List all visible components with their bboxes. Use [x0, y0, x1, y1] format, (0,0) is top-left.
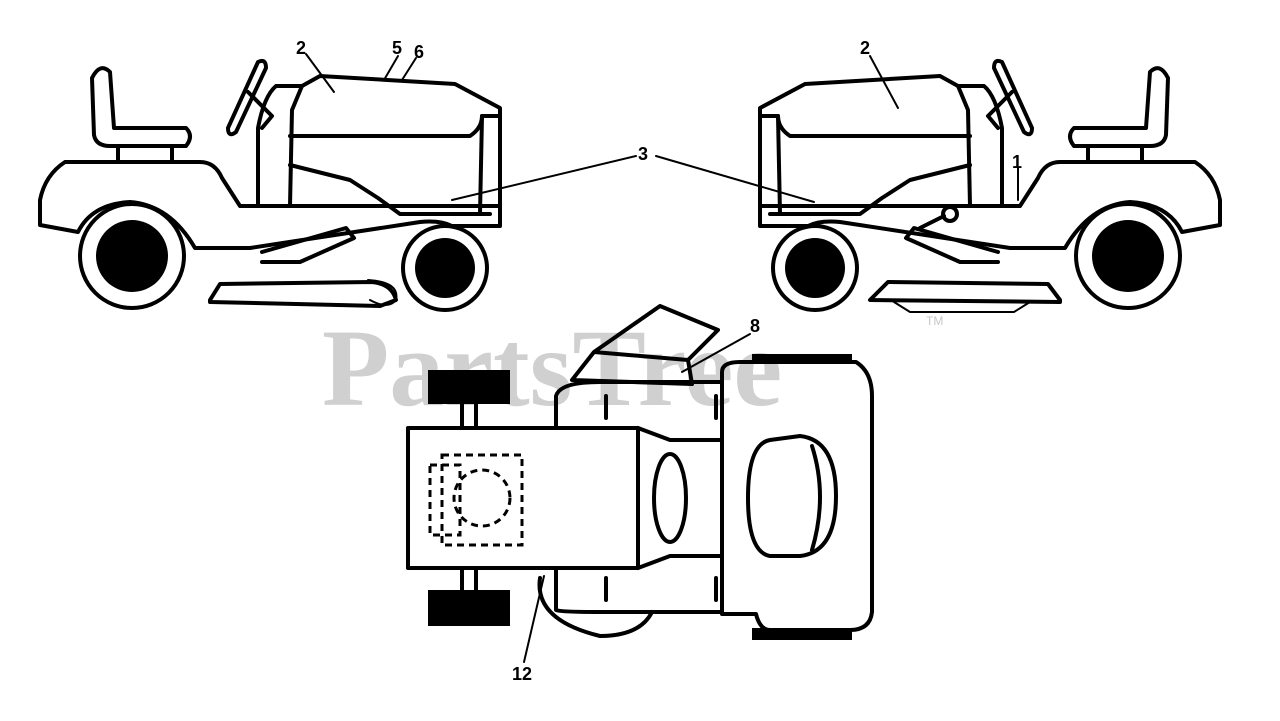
callout-top-8: 8	[750, 316, 760, 336]
left-steering-column	[246, 90, 274, 130]
top-fuel-cap-outline	[452, 468, 512, 528]
left-dash	[256, 84, 304, 208]
leader-3-right	[655, 155, 815, 203]
left-seat-post	[116, 144, 174, 164]
top-deck-mark-1	[604, 394, 718, 602]
leader-right-2	[869, 55, 899, 109]
top-grille	[746, 434, 838, 558]
top-hood	[720, 360, 874, 632]
top-deck-chute	[537, 576, 654, 638]
right-rear-tire	[1074, 202, 1182, 310]
right-front-tire-tread	[785, 238, 845, 298]
right-steering-wheel	[992, 58, 1034, 137]
watermark-text: PartsTree	[322, 307, 782, 429]
top-grille-inner	[810, 444, 822, 552]
top-view	[406, 304, 874, 640]
callout-right-1: 1	[1012, 152, 1022, 172]
callout-3: 3	[638, 144, 648, 164]
right-front-tire	[771, 224, 859, 312]
left-front-tire	[401, 224, 489, 312]
callout-top-12: 12	[512, 664, 532, 684]
watermark-trademark: TM	[926, 314, 943, 328]
right-rear-fender	[758, 160, 1222, 250]
left-rear-fender	[38, 160, 502, 250]
left-front-rim	[425, 248, 465, 288]
right-lift-lever	[918, 214, 946, 230]
callout-labels: 2 5 6 3 2 1 8 12	[296, 38, 1022, 684]
top-rear-tire-lower	[428, 590, 510, 626]
left-hood	[288, 74, 502, 208]
top-front-tire-upper	[752, 354, 852, 364]
top-rear-body	[406, 426, 640, 570]
left-front-tire-tread	[415, 238, 475, 298]
top-label-decal	[570, 304, 720, 386]
left-seat	[90, 66, 192, 148]
left-deck-chute	[367, 279, 398, 306]
top-front-tire-lower	[752, 628, 852, 640]
leader-top-12	[523, 575, 545, 663]
right-rear-rim	[1102, 230, 1154, 282]
leader-left-6	[401, 57, 417, 81]
right-side-view	[758, 58, 1222, 313]
right-hood-side	[768, 114, 972, 216]
right-steering-column	[986, 90, 1014, 130]
left-pedal	[260, 226, 356, 264]
right-deck-guard	[893, 301, 1031, 313]
right-hood	[758, 74, 972, 208]
top-bagger-outline	[440, 453, 524, 547]
callout-left-2: 2	[296, 38, 306, 58]
right-lift-knob	[941, 205, 959, 223]
left-rear-rim	[106, 230, 158, 282]
callout-left-5: 5	[392, 38, 402, 58]
callout-left-6: 6	[414, 42, 424, 62]
right-seat-post	[1086, 144, 1144, 164]
left-steering-wheel	[226, 58, 268, 137]
top-rear-tire-upper	[428, 370, 510, 404]
leader-3-left	[451, 155, 637, 201]
leader-left-5	[383, 55, 399, 81]
top-mid-section	[636, 426, 724, 570]
left-mower-deck	[208, 280, 398, 308]
right-front-rim	[795, 248, 835, 288]
right-seat	[1068, 66, 1170, 148]
callout-right-2: 2	[860, 38, 870, 58]
right-dash	[956, 84, 1004, 208]
top-axle-lower	[460, 566, 478, 592]
top-bagger-hinge	[428, 463, 462, 537]
right-mower-deck	[868, 280, 1062, 304]
leader-left-2	[305, 53, 335, 93]
left-rear-tire	[78, 202, 186, 310]
right-pedal	[904, 226, 1000, 264]
leader-top-8	[681, 333, 751, 373]
top-steering-hub	[652, 452, 688, 544]
left-hood-side	[288, 114, 492, 216]
leader-lines	[305, 53, 1019, 663]
left-side-view	[38, 58, 502, 312]
top-deck-front	[554, 566, 724, 614]
top-axle-upper	[460, 402, 478, 430]
